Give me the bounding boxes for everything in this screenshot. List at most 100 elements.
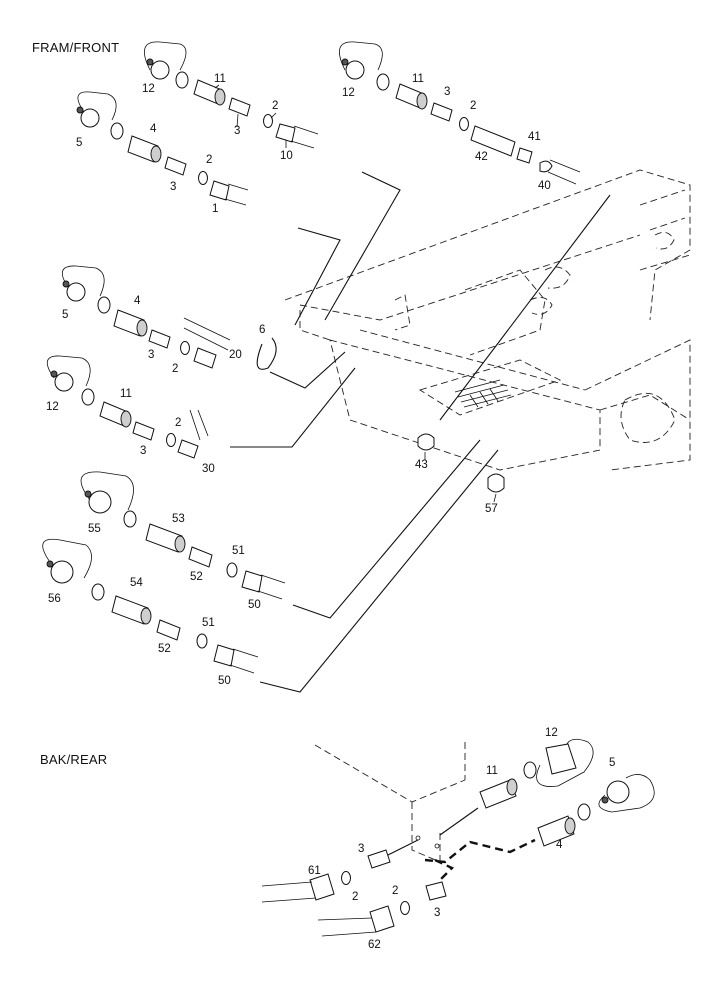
hose-fitting-50 [213,644,235,667]
seal-2 [263,114,273,128]
callout-51: 51 [232,545,245,557]
callout-5: 5 [76,137,82,149]
adapter-52 [156,619,181,641]
front-leader-lines [230,171,611,693]
hose-fitting-62 [369,905,395,933]
dust-cap-strap [143,41,187,71]
callout-5: 5 [62,309,68,321]
coupler-4 [127,135,159,163]
hose-fitting-10 [275,123,296,143]
callout-56: 56 [48,593,61,605]
callout-4: 4 [556,839,563,851]
callout-3: 3 [234,125,240,137]
callout-2: 2 [172,363,178,375]
seal-51 [196,633,208,649]
coupling-group-55-53-50: 55 53 52 51 50 [80,471,286,611]
dust-cap-5 [66,282,86,302]
callout-3: 3 [358,843,364,855]
coupler-54 [111,595,149,625]
adapter-3 [367,849,391,869]
callout-20: 20 [229,349,242,361]
elbow-fitting-20 [193,347,217,369]
seal-51 [226,562,238,578]
callout-2: 2 [206,154,212,166]
callout-3: 3 [444,86,450,98]
dust-cap-5 [80,108,100,128]
seal-2 [400,901,410,915]
callout-55: 55 [88,523,101,535]
coupling-group-5-4-1: 5 4 3 2 1 [76,91,249,215]
callout-11: 11 [120,388,132,400]
coupler-4 [113,309,145,337]
frame-plugs: 43 57 [415,433,505,515]
dust-cap-5 [606,780,630,804]
coupler-53 [145,523,183,553]
coupling-group-56-54-50: 56 54 52 51 50 [42,538,259,687]
hose-fitting-1 [209,180,230,201]
coupling-group-12-11-30: 12 11 3 2 30 [46,355,215,475]
callout-4: 4 [150,123,157,135]
callout-62: 62 [368,939,381,951]
tube-40 [539,160,553,173]
seal-2 [341,871,351,885]
callout-40: 40 [538,180,551,192]
callout-3: 3 [148,349,154,361]
callout-2: 2 [392,885,398,897]
callout-4: 4 [134,295,141,307]
callout-11: 11 [412,73,424,85]
hose-62 [317,917,377,937]
callout-11: 11 [214,73,226,85]
elbow-fitting-30 [177,439,199,459]
callout-2: 2 [272,100,278,112]
callout-3: 3 [434,907,440,919]
adapter-3 [228,97,251,117]
callout-61: 61 [308,865,321,877]
seal-2 [198,171,208,185]
callout-50: 50 [218,675,231,687]
front-frame [284,169,691,471]
adapter-3 [164,156,187,176]
callout-51: 51 [202,617,215,629]
callout-12: 12 [46,401,59,413]
adapter-52 [188,546,213,568]
callout-54: 54 [130,577,143,589]
callout-42: 42 [475,151,488,163]
plug-57 [487,473,505,493]
dust-cap-56 [50,560,74,584]
rear-coupling-group: 12 5 11 4 3 61 2 2 3 62 [261,727,655,951]
dust-cap-55 [88,490,112,514]
callout-2: 2 [352,891,358,903]
callout-3: 3 [140,445,146,457]
coupling-group-12-11-40: 12 11 3 2 41 42 40 [338,41,581,192]
callout-12: 12 [342,87,355,99]
dust-cap-12 [545,743,577,775]
dust-cap-12 [345,60,365,80]
adapter-3 [148,329,171,349]
front-section-title: FRAM/FRONT [32,40,120,55]
fitting-42 [470,125,516,157]
callout-52: 52 [190,571,203,583]
callout-11: 11 [486,765,498,777]
rear-frame [314,742,466,863]
callout-50: 50 [248,599,261,611]
nut-41 [516,147,533,164]
seal-2 [180,341,190,355]
callout-53: 53 [172,513,185,525]
plug-43 [417,433,435,451]
hose-61 [261,881,317,903]
adapter-3 [425,881,447,901]
callout-41: 41 [528,131,541,143]
callout-1: 1 [212,203,218,215]
callout-52: 52 [158,643,171,655]
callout-3: 3 [170,181,176,193]
cable-tie-6 [256,337,277,370]
callout-6: 6 [259,324,265,336]
callout-10: 10 [280,150,293,162]
hose-fitting-50 [241,570,263,593]
dust-cap-12 [54,372,74,392]
callout-12: 12 [142,83,155,95]
callout-30: 30 [202,463,215,475]
hose-fitting-61 [309,873,335,901]
callout-43: 43 [415,459,428,471]
